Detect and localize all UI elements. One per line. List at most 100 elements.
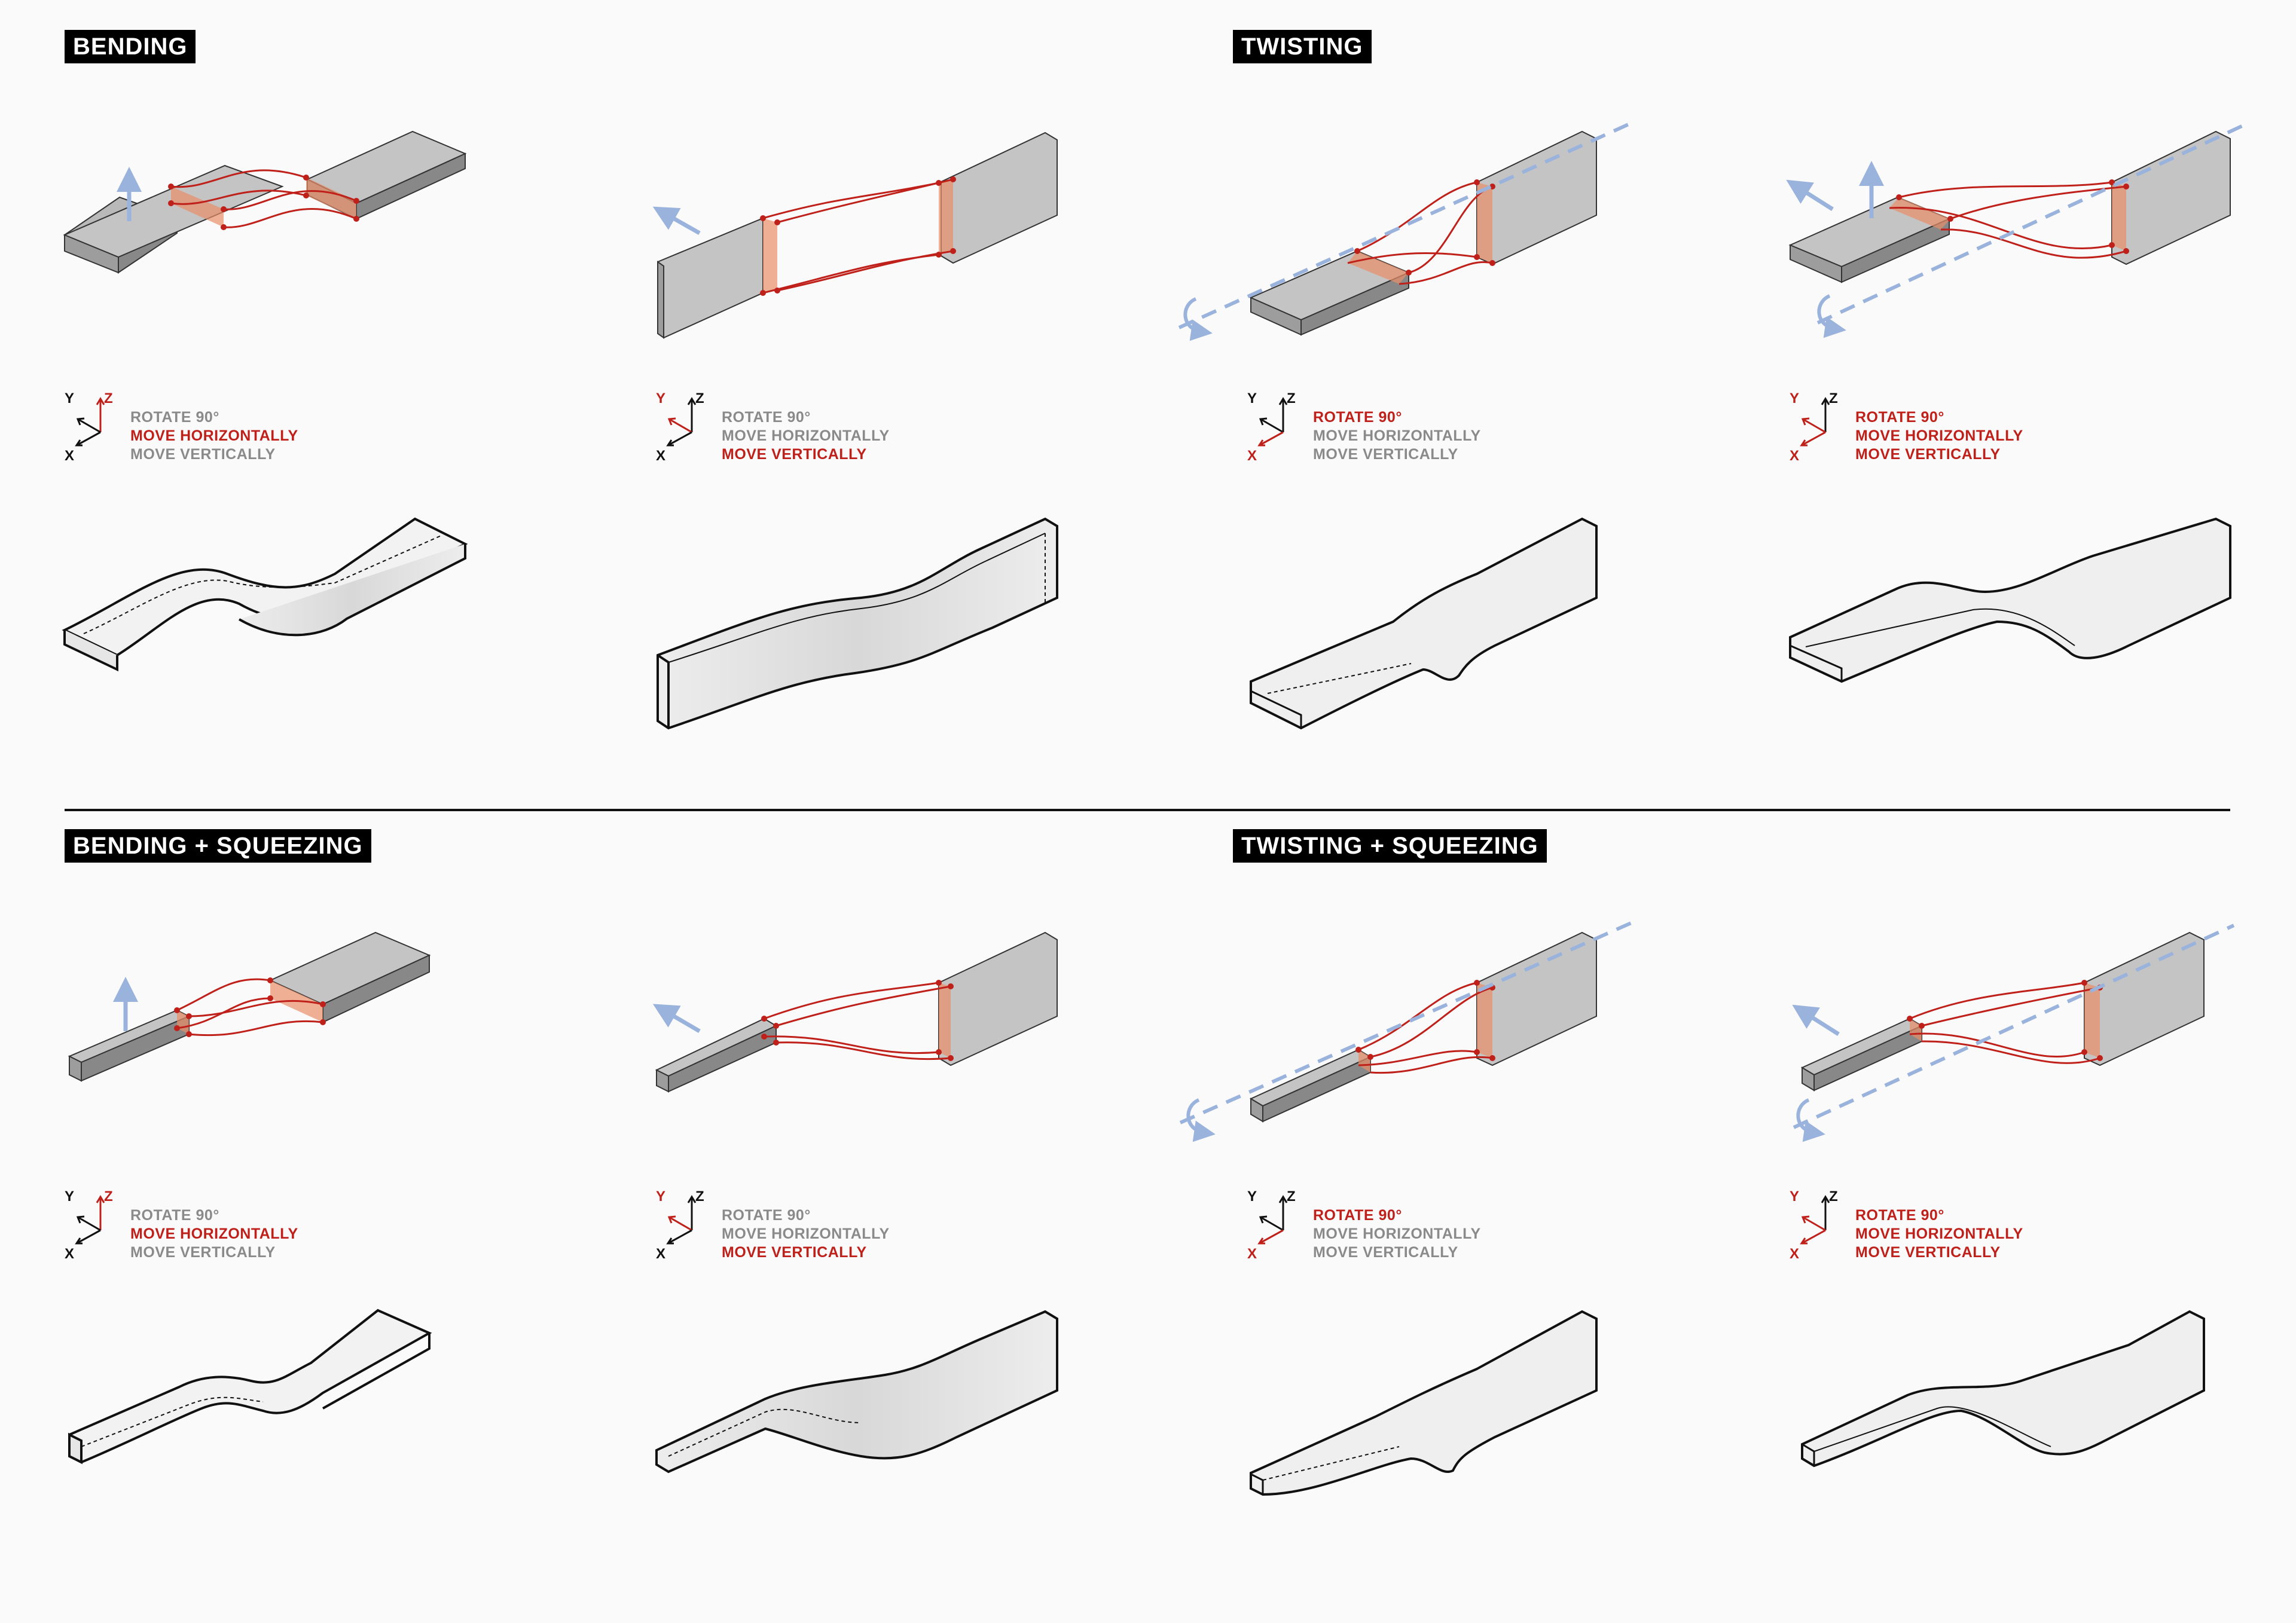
legend-line-horizontal: MOVE HORIZONTALLY [1313,1225,1481,1242]
legend-line-rotate: ROTATE 90° [130,1207,219,1224]
twist-axis-icon [1793,924,2235,1129]
axis-label-x: X [1790,1246,1800,1262]
section-title-bending-squeezing: BENDING + SQUEEZING [65,829,371,863]
twist-axis-icon [1816,121,2249,325]
legend-line-vertical: MOVE VERTICALLY [1855,1244,2001,1261]
legend-line-rotate: ROTATE 90° [1855,1207,1944,1224]
axis-triad-icon [75,397,105,447]
legend-line-horizontal: MOVE HORIZONTALLY [1313,427,1481,444]
axis-label-y: Y [1790,1188,1800,1205]
axis-label-z: Z [695,390,704,406]
arrow-up-left-icon [652,206,701,236]
axis-label-x: X [1247,1246,1257,1262]
bending-vertical-setup [652,132,1058,339]
bending-squeezing-vertical-result [655,1310,1058,1474]
legend: Y Z X ROTATE 90°MOVE HORIZONTALLY MOVE VERTI… [656,392,991,481]
legend: Y Z X ROTATE 90°MOVE HORIZONTALLY MOVE VERTI… [1790,392,2124,481]
axis-triad-icon [666,397,697,447]
twist-axis-icon [1179,921,1632,1124]
legend-line-vertical: MOVE VERTICALLY [1313,446,1458,463]
legend-line-vertical: MOVE VERTICALLY [722,446,867,463]
twisting-squeezing-combined-result [1801,1310,2205,1468]
axis-label-y: Y [1790,390,1800,406]
axis-label-z: Z [1829,390,1838,406]
section-divider [65,809,2230,811]
axis-label-x: X [1247,448,1257,464]
bending-squeezing-horizontal-result [68,1309,432,1465]
twisting-squeezing-rotate-result [1250,1310,1598,1496]
twisting-rotate-setup [1178,121,1632,341]
legend-line-vertical: MOVE VERTICALLY [722,1244,867,1261]
axis-triad-icon [1800,397,1830,447]
rotation-arrow-icon [1183,297,1213,341]
legend-line-rotate: ROTATE 90° [130,409,219,426]
axis-label-y: Y [65,390,75,406]
legend-line-rotate: ROTATE 90° [1313,409,1402,426]
bending-squeezing-vertical-setup [652,931,1058,1093]
twisting-squeezing-rotate-setup [1179,921,1632,1142]
twisting-combined-result [1789,517,2231,683]
axis-label-z: Z [695,1188,704,1205]
bending-horizontal-result [62,517,468,672]
legend-line-horizontal: MOVE HORIZONTALLY [1855,427,2023,444]
legend-line-rotate: ROTATE 90° [722,1207,811,1224]
rotation-arrow-icon [1186,1098,1216,1142]
section-title-bending: BENDING [65,30,196,63]
legend-lines: ROTATE 90°MOVE HORIZONTALLY MOVE VERTICAL… [130,408,298,464]
axis-label-y: Y [1247,390,1257,406]
legend-line-horizontal: MOVE HORIZONTALLY [722,427,890,444]
section-title-twisting-squeezing: TWISTING + SQUEEZING [1233,829,1547,863]
legend-line-rotate: ROTATE 90° [1855,409,1944,426]
legend-lines: ROTATE 90°MOVE HORIZONTALLY MOVE VERTICAL… [722,408,890,464]
axis-triad-icon [1800,1195,1830,1245]
arrow-up-left-icon [1792,1004,1840,1036]
twisting-rotate-result [1250,517,1598,730]
twisting-squeezing-combined-setup [1792,924,2235,1142]
legend-lines: ROTATE 90°MOVE HORIZONTALLY MOVE VERTICAL… [1855,408,2023,464]
twisting-combined-setup [1786,121,2249,338]
legend-line-horizontal: MOVE HORIZONTALLY [130,427,298,444]
legend-line-vertical: MOVE VERTICALLY [1855,446,2001,463]
axis-label-z: Z [1287,1188,1296,1205]
rotation-arrow-icon [1796,1098,1825,1142]
axis-label-x: X [1790,448,1800,464]
axis-label-y: Y [656,1188,666,1205]
legend-line-vertical: MOVE VERTICALLY [1313,1244,1458,1261]
legend-line-horizontal: MOVE HORIZONTALLY [1855,1225,2023,1242]
legend-line-vertical: MOVE VERTICALLY [130,446,276,463]
arrow-up-left-icon [652,1004,701,1034]
axis-label-y: Y [656,390,666,406]
axis-triad-icon [1257,397,1288,447]
axis-label-x: X [656,448,666,464]
legend: Y Z X ROTATE 90°MOVE HORIZONTALLY MOVE VERTI… [656,1190,991,1279]
rotation-arrow-icon [1817,294,1846,338]
legend-line-rotate: ROTATE 90° [1313,1207,1402,1224]
legend-line-rotate: ROTATE 90° [722,409,811,426]
bending-vertical-result [657,517,1058,730]
section-title-twisting: TWISTING [1233,30,1372,63]
axis-label-y: Y [1247,1188,1257,1205]
legend-lines: ROTATE 90°MOVE HORIZONTALLY MOVE VERTICAL… [722,1206,890,1262]
legend-lines: ROTATE 90°MOVE HORIZONTALLY MOVE VERTICAL… [1855,1206,2023,1262]
arrow-up-left-icon [1786,179,1834,211]
axis-label-z: Z [104,390,113,406]
axis-label-z: Z [1829,1188,1838,1205]
axis-label-x: X [65,1246,75,1262]
axis-label-x: X [65,448,75,464]
legend: Y Z X ROTATE 90°MOVE HORIZONTALLY MOVE VERTI… [65,392,399,481]
axis-label-z: Z [104,1188,113,1205]
axis-label-x: X [656,1246,666,1262]
axis-triad-icon [666,1195,697,1245]
axis-triad-icon [75,1195,105,1245]
bending-squeezing-horizontal-setup [68,931,431,1082]
bending-horizontal-setup [63,130,467,274]
legend-line-horizontal: MOVE HORIZONTALLY [722,1225,890,1242]
axis-triad-icon [1257,1195,1288,1245]
legend-lines: ROTATE 90°MOVE HORIZONTALLY MOVE VERTICAL… [1313,1206,1481,1262]
legend: Y Z X ROTATE 90°MOVE HORIZONTALLY MOVE VERTI… [1790,1190,2124,1279]
legend: Y Z X ROTATE 90°MOVE HORIZONTALLY MOVE VERTI… [1247,1190,1582,1279]
